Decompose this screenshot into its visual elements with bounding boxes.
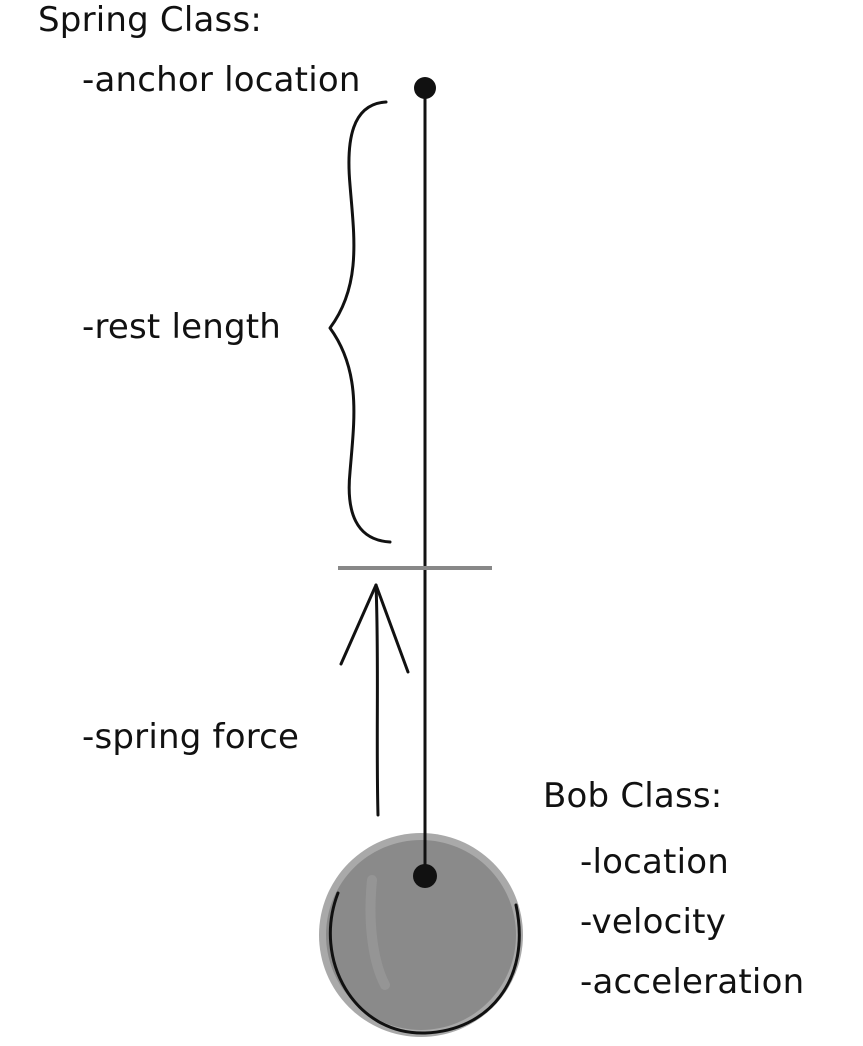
bob-location-point [413,864,437,888]
arrow-shaft [374,583,380,817]
bob-outline [328,891,521,1035]
velocity-label: -velocity [580,902,727,942]
anchor-location-label: -anchor location [82,60,361,100]
arrow-head [339,583,410,674]
bob-highlight [365,875,390,990]
rest-length-label: -rest length [82,307,282,347]
acceleration-label: -acceleration [580,962,805,1002]
bob-class-title: Bob Class: [543,776,723,816]
anchor-point [414,77,436,99]
location-label: -location [580,842,729,882]
spring-class-title: Spring Class: [38,0,263,40]
spring-force-arrow [339,583,410,817]
spring-force-label: -spring force [82,717,300,757]
rest-length-brace [328,100,392,544]
bob [319,833,523,1037]
